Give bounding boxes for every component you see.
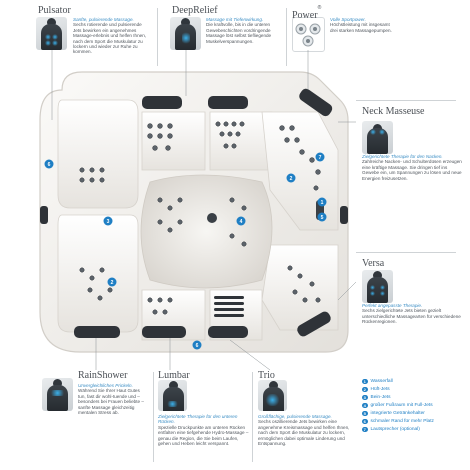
pulsator-subtitle: Sanfte, pulsierende Massage. <box>73 17 134 22</box>
marker: 1 <box>317 197 327 207</box>
svg-text:5: 5 <box>321 215 324 221</box>
divider <box>157 8 158 66</box>
pillow <box>299 88 333 117</box>
pillow <box>74 326 120 338</box>
divider <box>153 372 154 462</box>
power-title-wrap: Power® <box>292 5 321 23</box>
lumbar-thumbnail <box>158 380 187 411</box>
pulsator-thumbnail <box>36 17 67 50</box>
svg-text:6: 6 <box>196 343 199 349</box>
trio-subtitle: Großflächige, pulsierende Massage. <box>258 414 332 419</box>
svg-text:2: 2 <box>111 280 114 286</box>
center-drain <box>207 213 217 223</box>
svg-text:3: 3 <box>107 219 110 225</box>
pulsator-title: Pulsator <box>38 5 71 16</box>
pillows <box>40 88 348 338</box>
neck-thumbnail <box>362 121 393 154</box>
neck-title: Neck Masseuse <box>362 106 425 117</box>
trio-jets <box>214 296 244 317</box>
svg-text:4: 4 <box>240 219 243 225</box>
deeprelief-description: Die kraftvolle, bis in die unteren Geweb… <box>206 22 272 44</box>
marker: 2 <box>286 173 296 183</box>
lumbar-subtitle: Zielgerichtete Therapie für den unteren … <box>158 414 238 425</box>
pillow <box>142 96 182 109</box>
divider <box>286 8 287 66</box>
pulsator-text-block: Sanfte, pulsierende Massage. Sechs rotie… <box>73 17 151 55</box>
deeprelief-subtitle: Massage mit Tiefenwirkung. <box>206 17 264 22</box>
deeprelief-thumbnail <box>170 17 201 50</box>
power-description: Höchstleistung mit insgesamt drei starke… <box>330 22 392 33</box>
pump-icon <box>295 23 321 47</box>
pillow <box>142 326 186 338</box>
seat-back-left <box>141 111 206 171</box>
svg-text:2: 2 <box>290 176 293 182</box>
rainshower-title: RainShower <box>78 370 128 381</box>
svg-text:7: 7 <box>319 155 322 161</box>
trio-thumbnail <box>258 380 287 411</box>
power-thumbnail <box>292 17 325 52</box>
footwell <box>140 174 273 289</box>
marker: 6 <box>44 159 54 169</box>
tub-markers: 1 2 2 3 4 5 6 6 7 <box>44 152 327 350</box>
divider <box>356 100 456 101</box>
cupholder <box>40 206 48 224</box>
seat-corner <box>57 214 139 333</box>
pillow <box>208 96 248 109</box>
divider <box>356 252 456 253</box>
svg-text:6: 6 <box>48 162 51 168</box>
marker: 5 <box>317 212 327 222</box>
versa-description: Sechs zielgerichtete Jets bieten gezielt… <box>362 308 461 325</box>
trio-text-block: Großflächige, pulsierende Massage. Sechs… <box>258 414 354 446</box>
power-title: Power <box>292 10 318 21</box>
torso-versa-icon <box>367 277 388 303</box>
deeprelief-title: DeepRelief <box>172 5 218 16</box>
lumbar-description: Spezielle Druckpunkte am unteren Rücken … <box>158 424 249 447</box>
versa-subtitle: Perfekt angepasste Therapie. <box>362 303 423 308</box>
power-subtitle: Volle Sportpower. <box>330 17 366 22</box>
power-title-mark: ® <box>317 5 322 11</box>
marker: 4 <box>236 216 246 226</box>
marker: 6 <box>192 340 202 350</box>
rainshower-thumbnail <box>42 378 73 411</box>
pillow <box>297 311 331 337</box>
neck-subtitle: Zielgerichtete Therapie für den Nacken. <box>362 154 443 159</box>
seat-lounger <box>57 99 139 209</box>
lumbar-title: Lumbar <box>158 370 190 381</box>
power-text-block: Volle Sportpower. Höchstleistung mit ins… <box>330 17 396 33</box>
trio-description: Sechs oszillierende Jets bewirken eine a… <box>258 419 350 447</box>
svg-text:1: 1 <box>321 200 324 206</box>
versa-text-block: Perfekt angepasste Therapie. Sechs zielg… <box>362 303 462 325</box>
marker: 7 <box>315 152 325 162</box>
versa-title: Versa <box>362 258 385 269</box>
rainshower-description: Während Sie Ihrer Haut Gutes tun, fast d… <box>78 388 144 416</box>
jets <box>79 121 321 315</box>
marker: 2 <box>107 277 117 287</box>
marker: 3 <box>103 216 113 226</box>
neck-text-block: Zielgerichtete Therapie für den Nacken. … <box>362 154 462 181</box>
pillow <box>208 326 248 338</box>
divider <box>252 372 253 462</box>
deeprelief-text-block: Massage mit Tiefenwirkung. Die kraftvoll… <box>206 17 280 44</box>
rainshower-text-block: Unvergleichliches Prickeln. Während Sie … <box>78 383 148 415</box>
rainshower-subtitle: Unvergleichliches Prickeln. <box>78 383 133 388</box>
cupholder <box>340 206 348 224</box>
neck-description: Zahlreiche Nacken- und Schulterdüsen erz… <box>362 159 462 181</box>
lumbar-text-block: Zielgerichtete Therapie für den unteren … <box>158 414 250 446</box>
trio-title: Trio <box>258 370 275 381</box>
versa-thumbnail <box>362 270 393 303</box>
pulsator-description: Sechs rotierende und pulsierende Jets be… <box>73 22 147 55</box>
leader-lines <box>51 50 357 371</box>
